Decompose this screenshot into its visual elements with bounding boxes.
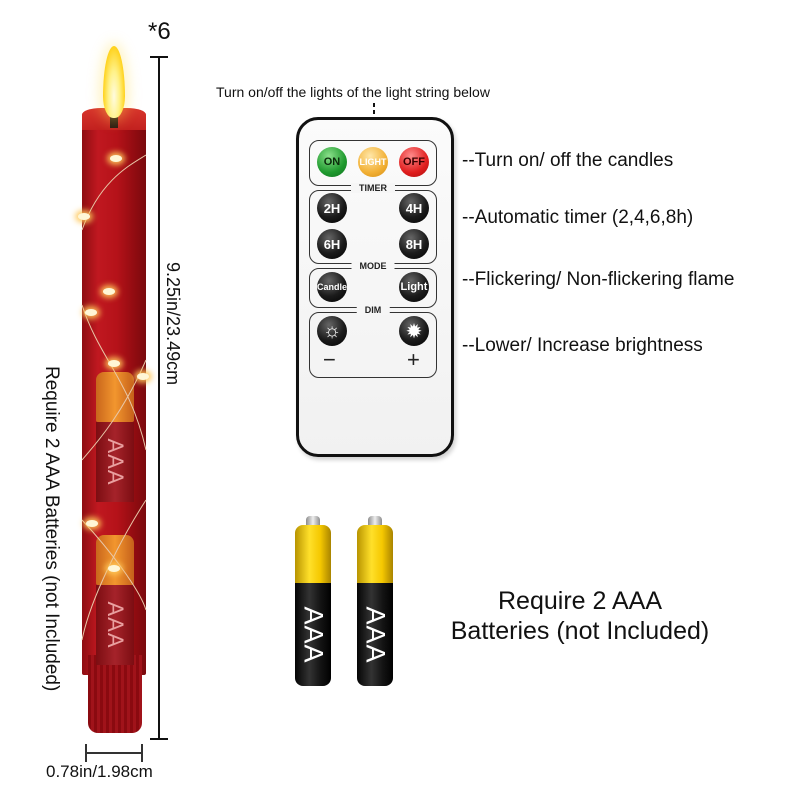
function-label-power: --Turn on/ off the candles (462, 150, 674, 171)
battery-bottom: AAA (295, 583, 331, 686)
fairy-light-wire (81, 154, 147, 641)
dimension-tick (141, 744, 143, 762)
candle-base (88, 655, 142, 733)
battery-requirement-side-note: Require 2 AAA Batteries (not Included) (41, 366, 62, 692)
battery-bottom: AAA (357, 583, 393, 686)
dim-group-title: DIM (356, 305, 390, 315)
mode-button-group: MODE Candle Light (309, 261, 437, 308)
inner-battery-body: AAA (96, 585, 134, 665)
dim-up-button[interactable]: ✹ (399, 316, 429, 346)
timer-button-group: TIMER 2H 4H 6H 8H (309, 183, 437, 264)
power-button-group: ON LIGHT OFF (309, 140, 437, 186)
timer-8h-button[interactable]: 8H (399, 229, 429, 259)
led-light (108, 565, 120, 572)
light-mode-button[interactable]: Light (399, 272, 429, 302)
function-label-timer: --Automatic timer (2,4,6,8h) (462, 207, 694, 228)
led-light (78, 213, 90, 220)
mode-group-title: MODE (351, 261, 395, 271)
width-dimension-line (86, 752, 142, 754)
light-button[interactable]: LIGHT (358, 147, 388, 177)
plus-icon: + (407, 347, 420, 372)
battery-terminal (368, 516, 382, 525)
sun-dim-icon: ☼ (322, 319, 342, 342)
battery-top (357, 525, 393, 583)
dimension-tick (150, 738, 168, 740)
aaa-battery: AAA (357, 516, 393, 686)
dim-down-button[interactable]: ☼ (317, 316, 347, 346)
led-light (108, 360, 120, 367)
width-label: 0.78in/1.98cm (46, 762, 153, 781)
minus-icon: − (323, 347, 336, 372)
remote-control: ON LIGHT OFF TIMER 2H 4H 6H 8H MODE Cand… (296, 117, 454, 457)
led-light (110, 155, 122, 162)
battery-top (295, 525, 331, 583)
led-light (85, 309, 97, 316)
led-light (137, 373, 149, 380)
aaa-battery: AAA (295, 516, 331, 686)
timer-6h-button[interactable]: 6H (317, 229, 347, 259)
timer-4h-button[interactable]: 4H (399, 193, 429, 223)
height-label: 9.25in/23.49cm (163, 262, 183, 386)
remote-top-note: Turn on/off the lights of the light stri… (216, 84, 490, 100)
candle-wick (110, 116, 118, 128)
battery-note: Require 2 AAA Batteries (not Included) (410, 586, 750, 646)
battery-note-line1: Require 2 AAA (498, 587, 662, 615)
dim-button-group: DIM ☼ ✹ − + (309, 305, 437, 378)
timer-2h-button[interactable]: 2H (317, 193, 347, 223)
led-light (86, 520, 98, 527)
function-label-mode: --Flickering/ Non-flickering flame (462, 269, 735, 290)
on-button[interactable]: ON (317, 147, 347, 177)
battery-label: AAA (298, 605, 329, 664)
sun-bright-icon: ✹ (405, 320, 423, 343)
candle-mode-button[interactable]: Candle (317, 272, 347, 302)
flame-icon (103, 46, 125, 118)
height-dimension-line (158, 57, 160, 739)
quantity-label: *6 (148, 18, 171, 45)
function-label-dim: --Lower/ Increase brightness (462, 335, 703, 356)
battery-label: AAA (360, 605, 391, 664)
timer-group-title: TIMER (351, 183, 395, 193)
battery-note-line2: Batteries (not Included) (450, 617, 710, 645)
led-light (103, 288, 115, 295)
battery-terminal (306, 516, 320, 525)
inner-battery: AAA (96, 372, 134, 502)
off-button[interactable]: OFF (399, 147, 429, 177)
